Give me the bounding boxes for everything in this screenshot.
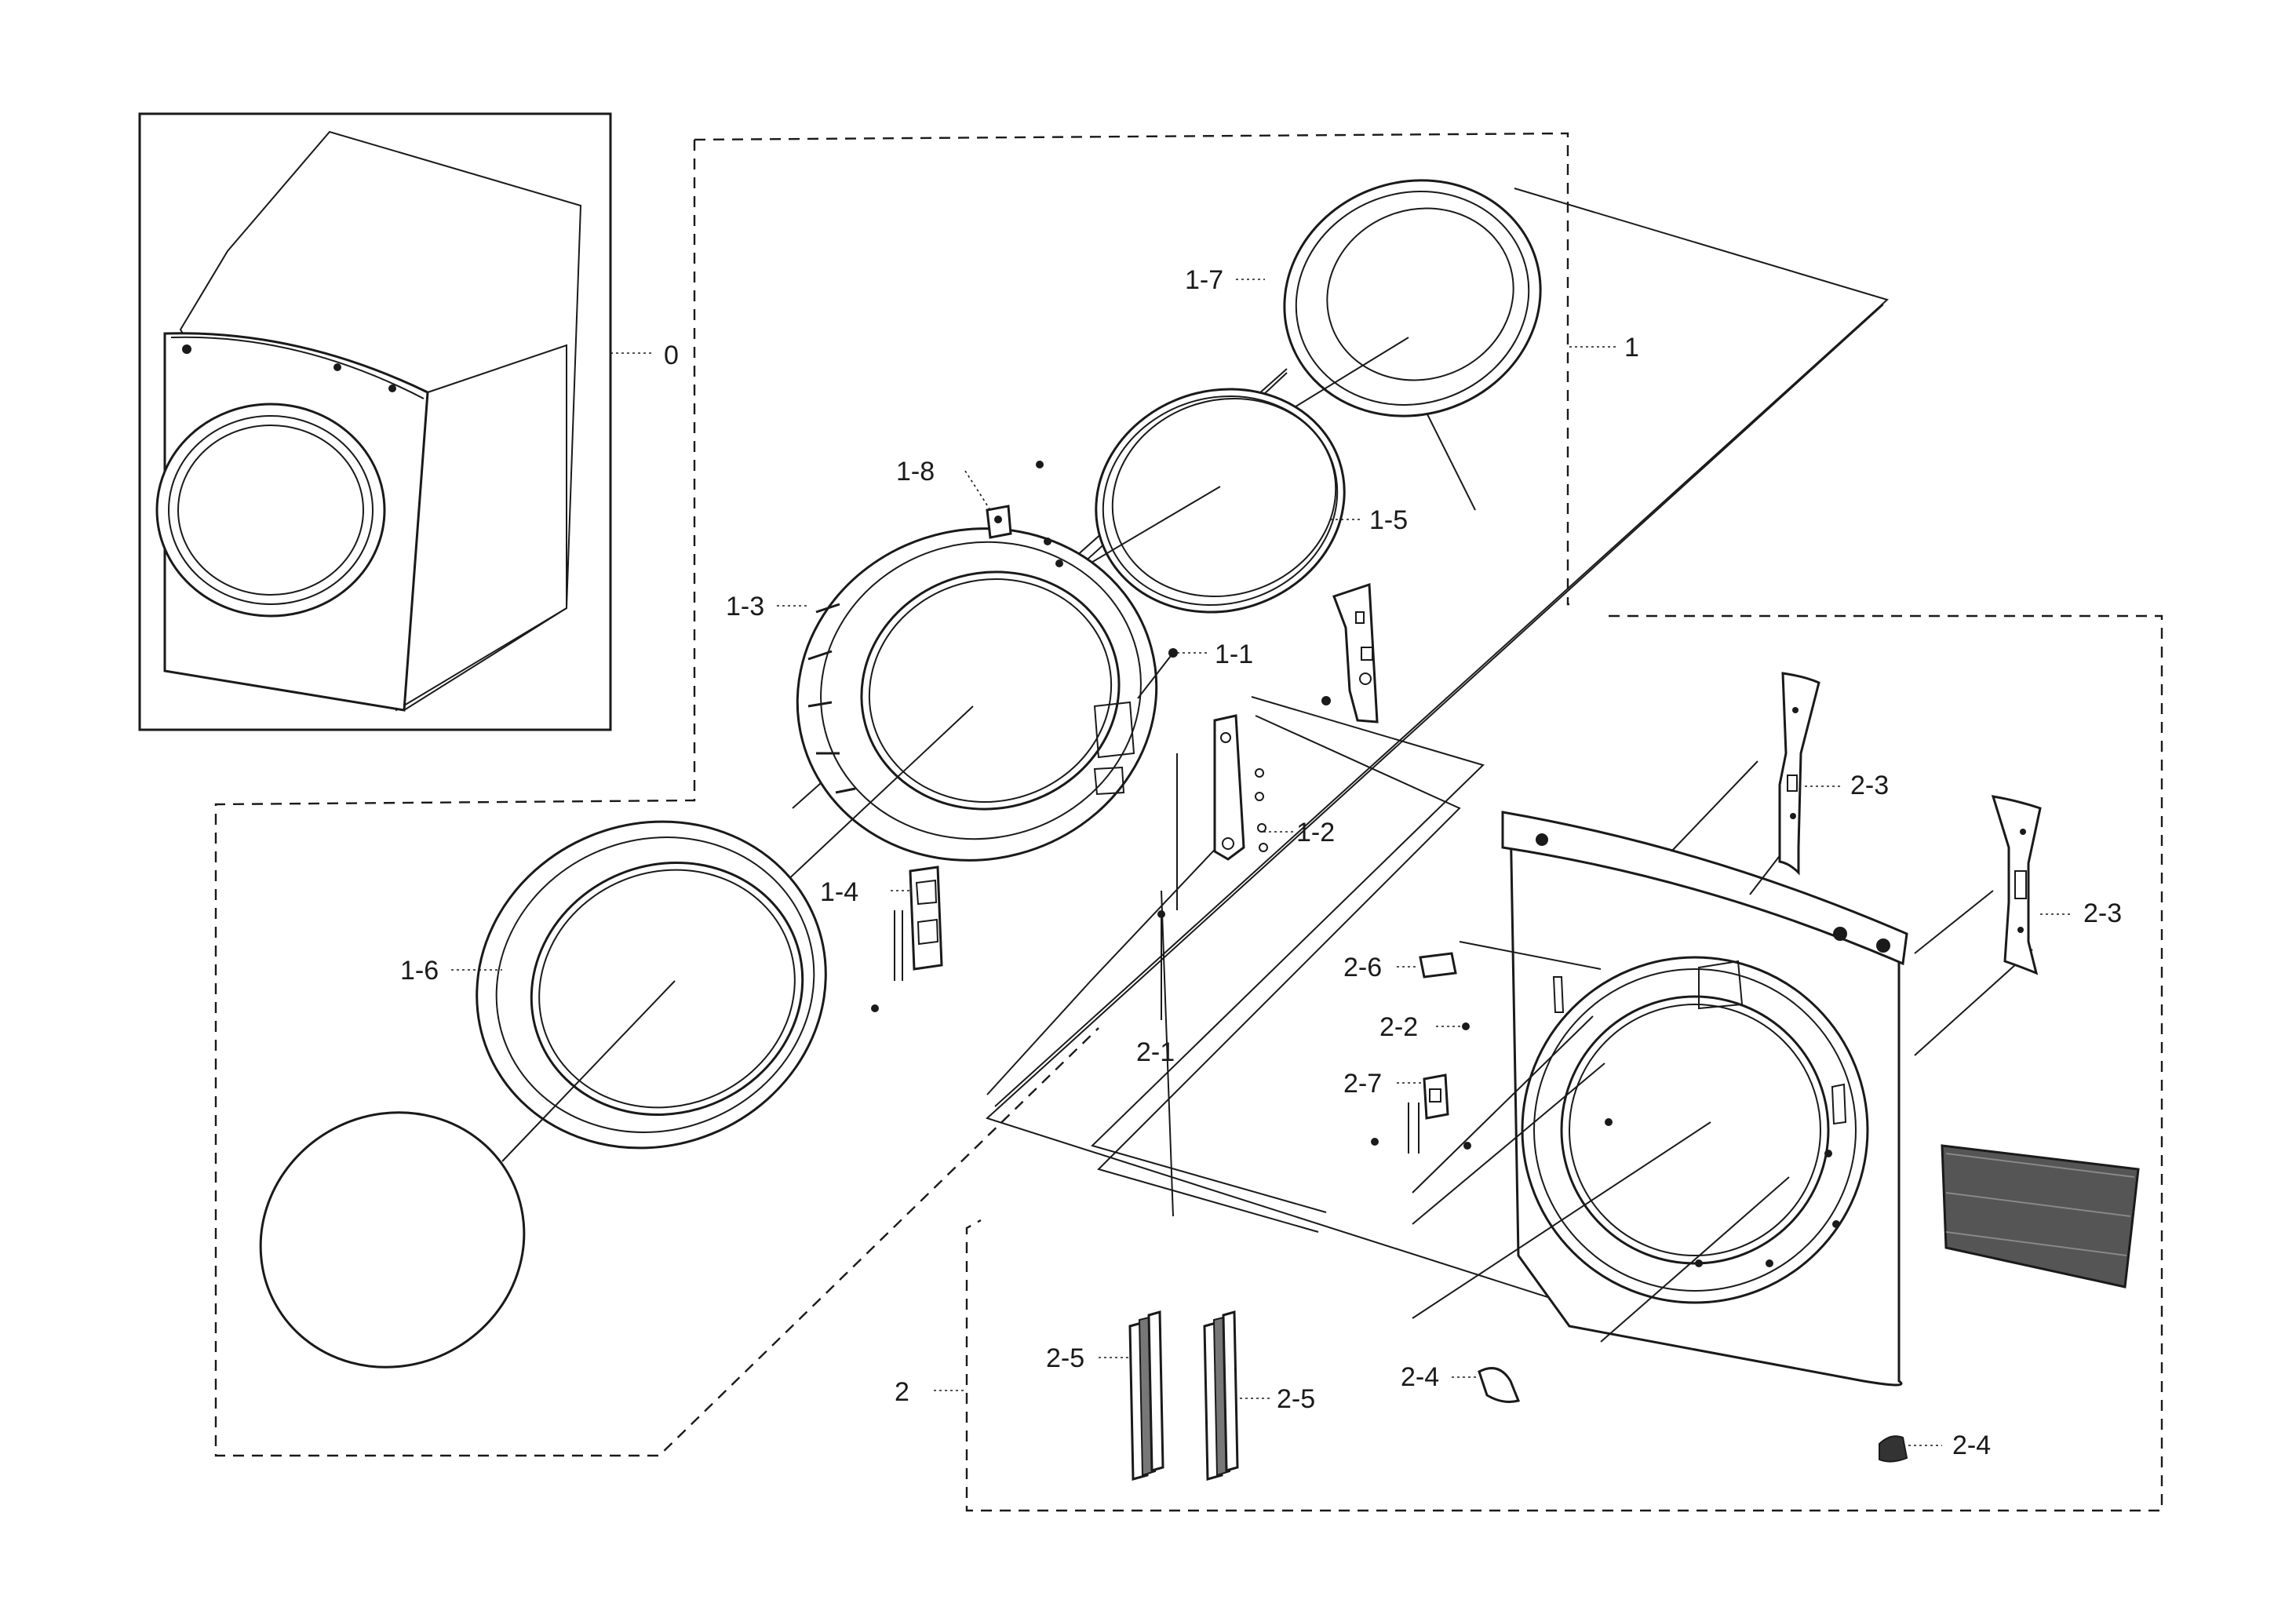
callout-1-5: 1-5 — [1369, 505, 1408, 535]
callout-2-4-a: 2-4 — [1401, 1362, 1439, 1392]
part-1-5-gasket — [1095, 388, 1346, 614]
callout-2-2: 2-2 — [1379, 1012, 1418, 1042]
part-1-3-door-frame — [796, 527, 1158, 862]
part-front-panel — [1501, 811, 1908, 1387]
part-2-3-bracket-a — [1778, 672, 1820, 876]
part-2-5-strip-b — [1203, 1310, 1239, 1481]
overview-dryer — [138, 112, 612, 731]
callout-1-8: 1-8 — [896, 457, 935, 487]
callout-2: 2 — [895, 1377, 909, 1407]
callout-2-6: 2-6 — [1343, 953, 1382, 982]
part-1-7-door-cover — [1283, 179, 1542, 417]
part-2-6-connector — [1419, 952, 1457, 979]
part-1-2-hinge-bracket — [1157, 582, 1379, 918]
group-1-outline — [214, 140, 1099, 1457]
callout-1-6: 1-6 — [400, 956, 439, 986]
part-2-4-clip-a — [1478, 1367, 1521, 1403]
part-1-4-hinge — [871, 866, 943, 1012]
callout-2-4-b: 2-4 — [1952, 1431, 1991, 1460]
part-2-4-clip-b — [1879, 1435, 1908, 1463]
callout-2-7: 2-7 — [1343, 1069, 1382, 1099]
callout-0: 0 — [664, 341, 679, 370]
callout-1-7: 1-7 — [1185, 265, 1223, 295]
part-2-7-switch-plate — [1371, 1073, 1471, 1154]
callout-2-3-b: 2-3 — [2083, 898, 2122, 928]
callout-2-3-a: 2-3 — [1850, 771, 1889, 800]
callout-2-1: 2-1 — [1136, 1037, 1175, 1067]
part-1-8-hinge-clip — [986, 461, 1063, 567]
part-door-glass — [259, 1111, 526, 1369]
part-filter-mesh — [1941, 1144, 2140, 1288]
group-2-outline — [965, 614, 2163, 1512]
callout-2-5-a: 2-5 — [1046, 1343, 1084, 1373]
part-2-2-screw — [1462, 1022, 1470, 1030]
part-1-6-outer-ring — [476, 820, 827, 1150]
part-2-5-strip-a — [1128, 1310, 1164, 1481]
callout-1-1: 1-1 — [1215, 640, 1253, 669]
callout-1-3: 1-3 — [726, 592, 764, 621]
callout-1-4: 1-4 — [820, 877, 858, 907]
callout-1-2: 1-2 — [1296, 818, 1335, 847]
callout-2-5-b: 2-5 — [1277, 1384, 1315, 1414]
part-1-1-screw — [1137, 648, 1178, 699]
part-2-3-bracket-b — [1991, 795, 2042, 975]
callout-1: 1 — [1624, 333, 1639, 363]
